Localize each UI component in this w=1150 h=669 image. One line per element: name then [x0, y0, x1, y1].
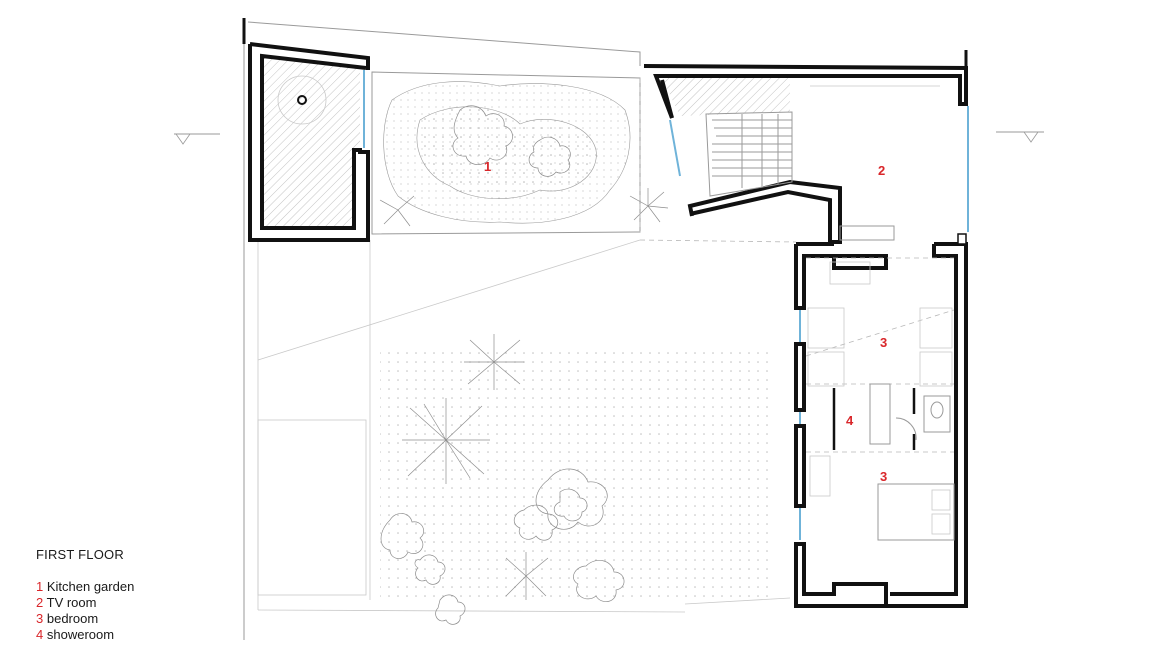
level-marker-right	[996, 131, 1044, 143]
shrub-icon	[573, 559, 625, 603]
level-marker-left	[174, 133, 220, 145]
legend: FIRST FLOOR 1 Kitchen garden 2 TV room 3…	[36, 547, 134, 643]
shrub-icon	[535, 468, 608, 530]
tree-icon	[505, 552, 549, 600]
room-number-tv-room: 2	[878, 163, 885, 178]
courtyard-vegetation	[380, 334, 770, 625]
legend-title: FIRST FLOOR	[36, 547, 124, 562]
tv-room: 2	[639, 50, 969, 244]
left-block	[242, 18, 370, 242]
shrub-icon	[513, 504, 559, 541]
tree-icon	[464, 334, 524, 390]
room-number-showeroom: 4	[846, 413, 854, 428]
garden-shrub-icon	[629, 188, 669, 223]
room-number-kitchen-garden: 1	[484, 159, 491, 174]
room-number-bedroom-upper: 3	[880, 335, 887, 350]
kitchen-garden: 1	[371, 71, 669, 235]
bedroom-block: 3 4 3	[794, 233, 968, 608]
room-number-bedroom-lower: 3	[880, 469, 887, 484]
legend-item: 2 TV room	[36, 595, 97, 610]
garden-shrub-icon	[379, 195, 415, 227]
legend-item: 4 showeroom	[36, 627, 115, 642]
legend-item: 3 bedroom	[36, 611, 99, 626]
bed-icon	[877, 483, 955, 541]
site-boundary	[243, 18, 791, 640]
legend-item: 1 Kitchen garden	[36, 579, 135, 594]
tree-icon	[402, 398, 490, 484]
stair-icon	[705, 111, 793, 197]
